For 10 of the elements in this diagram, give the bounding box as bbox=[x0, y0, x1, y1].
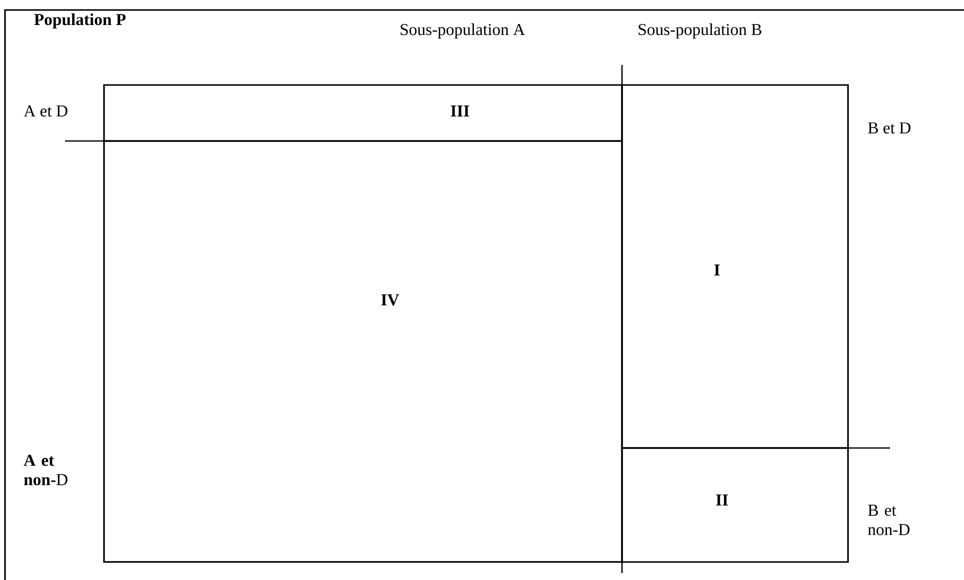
column-label: Sous-population B bbox=[638, 23, 762, 39]
region-label: A et D bbox=[24, 105, 68, 117]
region-box: II bbox=[621, 447, 849, 563]
column-label: Sous-population A bbox=[400, 23, 525, 39]
region-box: I bbox=[621, 84, 849, 449]
region-box: III bbox=[103, 84, 623, 142]
region-label: B et D bbox=[868, 122, 910, 134]
region-label: A et non-D bbox=[24, 454, 68, 486]
region-box: IV bbox=[103, 140, 623, 563]
region-label: B et non-D bbox=[868, 504, 910, 536]
